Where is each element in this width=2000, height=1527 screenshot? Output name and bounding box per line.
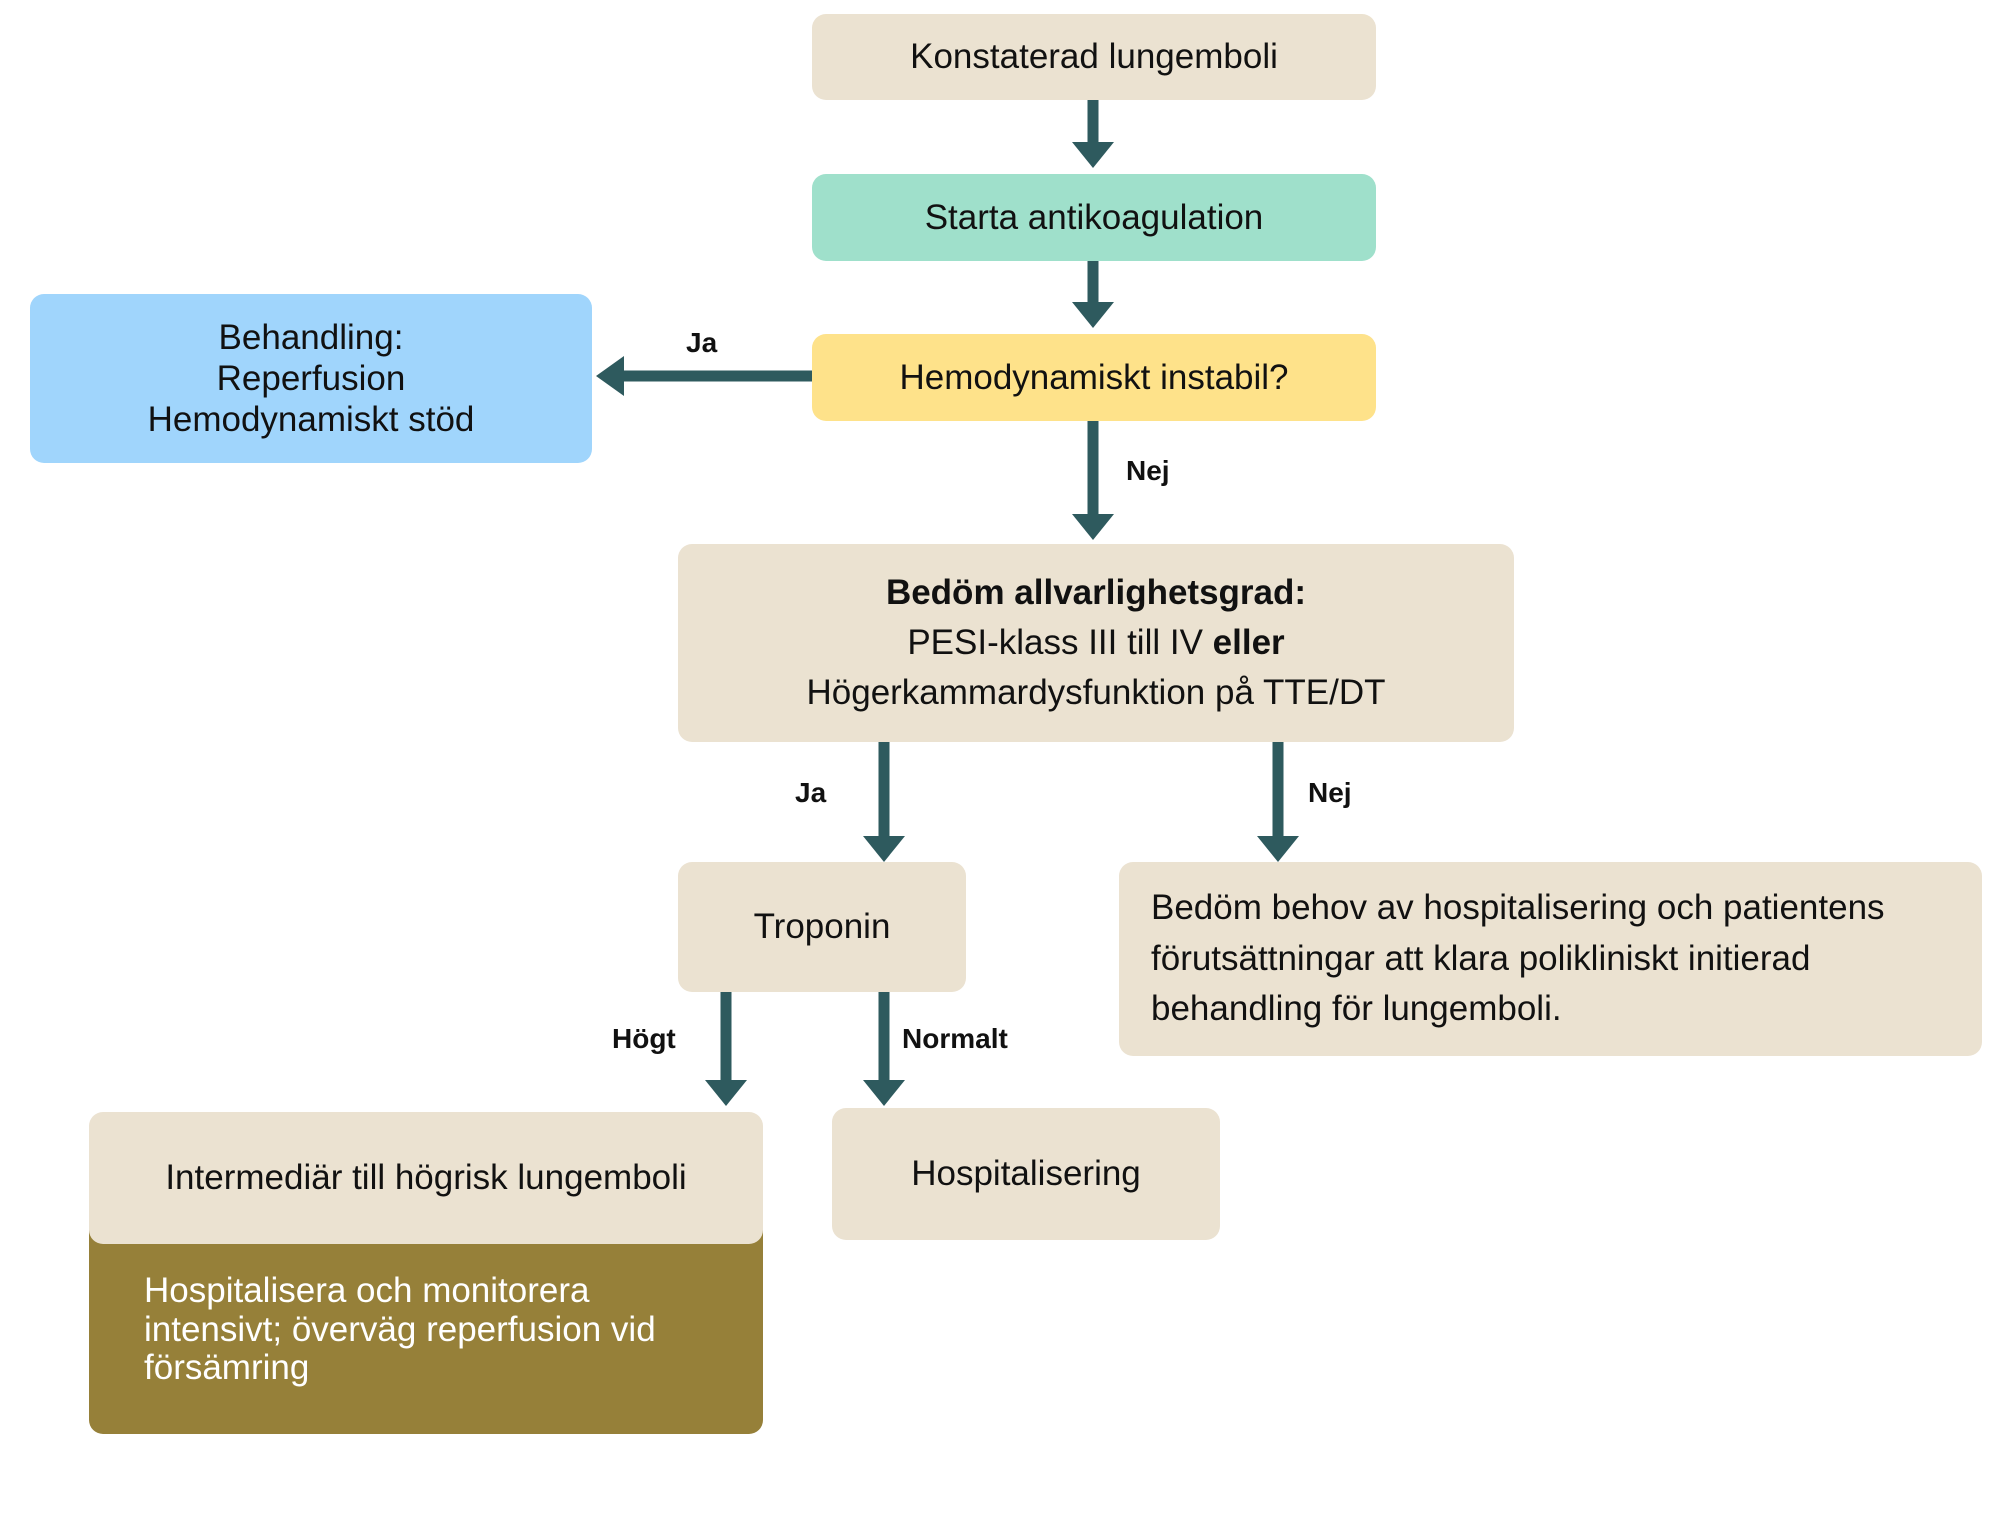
arrowhead-unstable-to-treatment [596, 356, 624, 396]
arrowhead-unstable-to-severity [1072, 514, 1114, 540]
edge-label-unstable-no: Nej [1126, 455, 1170, 486]
node-troponin: Troponin [678, 862, 966, 992]
node-troponin-label: Troponin [753, 907, 891, 947]
node-hemodynamically-unstable: Hemodynamiskt instabil? [812, 334, 1376, 421]
node-intermediate-risk: Intermediär till högrisk lungemboli [89, 1112, 763, 1244]
arrowhead-anticoag-to-unstable [1072, 302, 1114, 328]
node-confirmed-pe-label: Konstaterad lungemboli [910, 37, 1278, 77]
node-treatment-line1: Behandling: [218, 317, 404, 357]
node-treatment: Behandling: Reperfusion Hemodynamiskt st… [30, 294, 592, 463]
node-intermediate-detail-text: Hospitalisera och monitorera intensivt; … [144, 1271, 656, 1387]
or-text: eller [1212, 623, 1285, 663]
edge-label-severity-yes: Ja [795, 777, 827, 808]
pesi-text: PESI-klass III till IV [907, 623, 1213, 663]
node-assess-severity: Bedöm allvarlighetsgrad: PESI-klass III … [678, 544, 1514, 742]
edge-label-troponin-normal: Normalt [902, 1023, 1008, 1054]
node-assess-severity-line2: PESI-klass III till IV eller [907, 618, 1284, 668]
arrowhead-troponin-to-hospitalization [863, 1080, 905, 1106]
node-outpatient-assessment: Bedöm behov av hospitalisering och patie… [1119, 862, 1982, 1056]
arrowhead-confirmed-to-anticoag [1072, 142, 1114, 168]
arrowhead-troponin-to-intermediate [705, 1080, 747, 1106]
node-hospitalization-label: Hospitalisering [911, 1154, 1141, 1194]
node-start-anticoagulation: Starta antikoagulation [812, 174, 1376, 261]
edge-label-severity-no: Nej [1308, 777, 1352, 808]
edge-label-unstable-yes: Ja [686, 327, 718, 358]
node-assess-severity-title: Bedöm allvarlighetsgrad: [885, 573, 1307, 613]
node-hospitalization: Hospitalisering [832, 1108, 1220, 1240]
node-assess-severity-line3: Högerkammardysfunktion på TTE/DT [806, 672, 1386, 712]
node-start-anticoagulation-label: Starta antikoagulation [924, 197, 1264, 237]
node-outpatient-assessment-text: Bedöm behov av hospitalisering och patie… [1151, 887, 1885, 1029]
node-confirmed-pe: Konstaterad lungemboli [812, 14, 1376, 100]
node-treatment-line2: Reperfusion [216, 358, 406, 398]
node-treatment-line3: Hemodynamiskt stöd [147, 400, 475, 440]
arrowhead-severity-to-outpatient [1257, 836, 1299, 862]
node-intermediate-risk-label: Intermediär till högrisk lungemboli [165, 1158, 687, 1198]
edge-label-troponin-high: Högt [612, 1023, 676, 1054]
arrowhead-severity-to-troponin [863, 836, 905, 862]
node-hemodynamically-unstable-label: Hemodynamiskt instabil? [899, 357, 1289, 397]
